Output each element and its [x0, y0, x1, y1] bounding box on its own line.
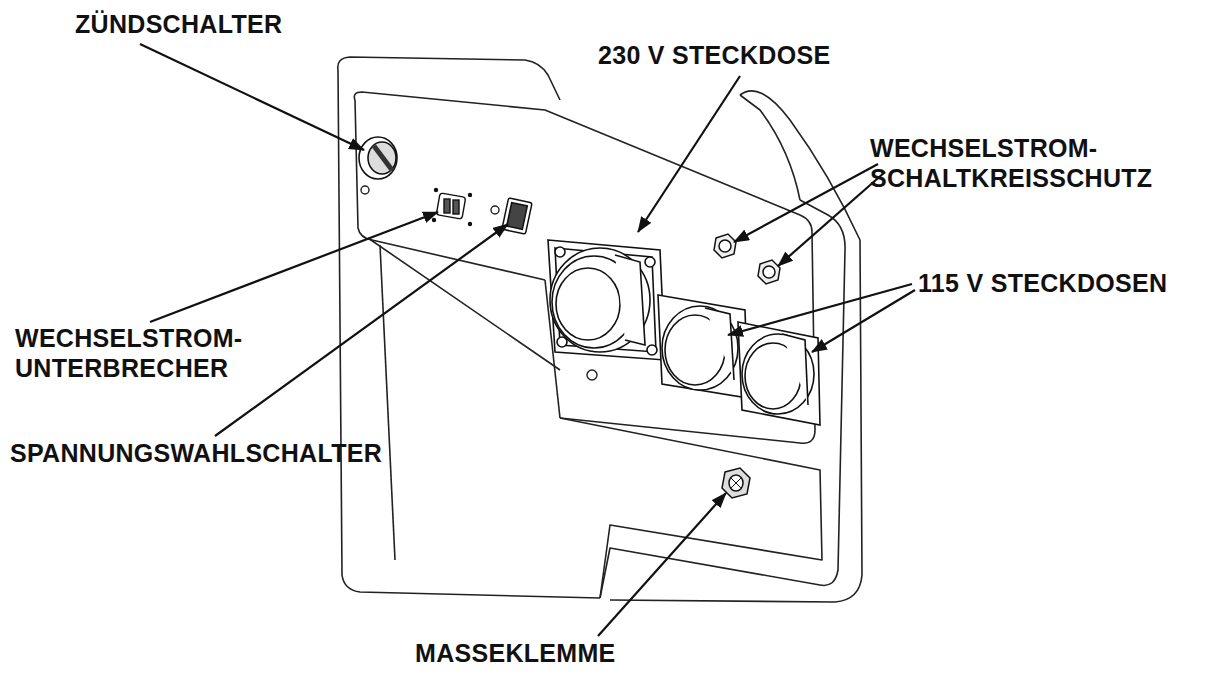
part-label: SPANNUNGSWAHLSCHALTER	[10, 438, 382, 468]
part-label: WECHSELSTROM- SCHALTKREISSCHUTZ	[870, 133, 1190, 193]
part-label: WECHSELSTROM- UNTERBRECHER	[15, 323, 285, 383]
part-label: MASSEKLEMME	[415, 638, 616, 668]
part-label: 230 V STECKDOSE	[598, 40, 830, 70]
part-label: 115 V STECKDOSEN	[918, 268, 1167, 298]
part-label: ZÜNDSCHALTER	[75, 9, 282, 39]
